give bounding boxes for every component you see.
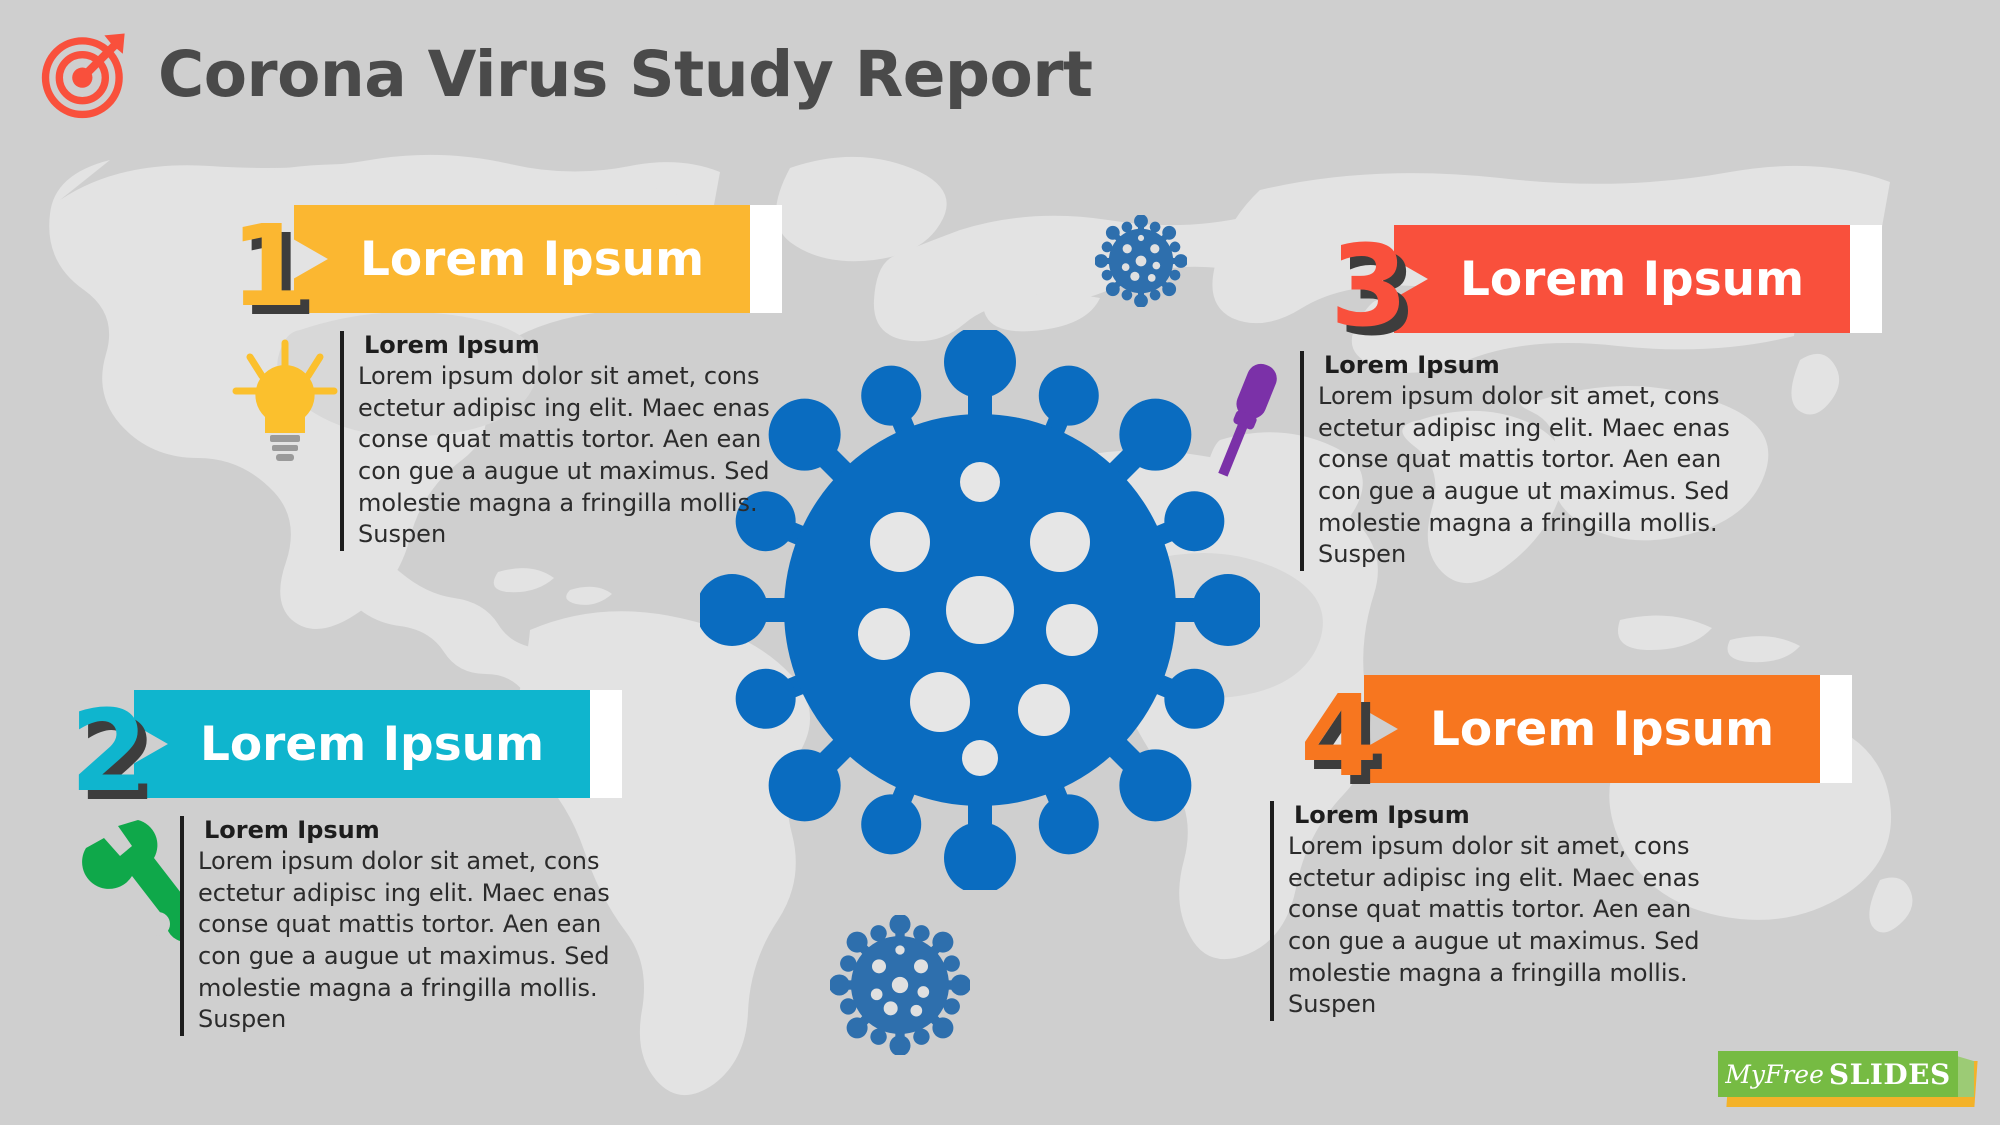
section-3-banner[interactable]: Lorem Ipsum	[1393, 225, 1851, 333]
section-1-copy-heading: Lorem Ipsum	[364, 331, 540, 359]
section-panel-3: 3 Lorem Ipsum Lorem Ipsum Lorem ipsum do…	[1218, 221, 1883, 572]
section-panel-4: 4 Lorem Ipsum Lorem Ipsum Lorem ipsum do…	[1270, 671, 1853, 1022]
section-2-banner-row: 2 Lorem Ipsum	[70, 686, 634, 817]
section-3-number: 3	[1330, 221, 1408, 352]
target-arrow-icon	[41, 33, 125, 119]
coronavirus-illustration-main	[700, 330, 1260, 890]
logo-text-myfree: MyFree	[1725, 1059, 1824, 1089]
section-2-body: Lorem Ipsum Lorem ipsum dolor sit amet, …	[70, 816, 634, 1037]
coronavirus-illustration-small-bottom	[830, 915, 970, 1055]
section-4-banner-tail	[1820, 675, 1853, 783]
section-3-banner-tail	[1850, 225, 1883, 333]
section-1-divider	[340, 331, 344, 552]
section-2-copy: Lorem Ipsum Lorem ipsum dolor sit amet, …	[198, 816, 634, 1036]
section-4-banner-row: 4 Lorem Ipsum	[1300, 671, 1853, 802]
logo-text-slides: SLIDES	[1828, 1057, 1951, 1091]
section-3-copy: Lorem Ipsum Lorem ipsum dolor sit amet, …	[1318, 351, 1754, 571]
section-2-divider	[180, 816, 184, 1037]
lightbulb-icon	[232, 339, 338, 461]
section-3-copy-heading: Lorem Ipsum	[1324, 351, 1500, 379]
section-1-banner-label: Lorem Ipsum	[359, 231, 705, 287]
section-1-body: Lorem Ipsum Lorem ipsum dolor sit amet, …	[230, 331, 794, 552]
logo-plate: MyFree SLIDES	[1718, 1051, 1958, 1097]
section-2-copy-body: Lorem ipsum dolor sit amet, cons ectetur…	[198, 847, 610, 1034]
section-panel-1: 1 Lorem Ipsum Lorem Ipsum Lorem ipsum do…	[230, 201, 794, 552]
section-1-copy-body: Lorem ipsum dolor sit amet, cons ectetur…	[358, 362, 770, 549]
page-title: Corona Virus Study Report	[158, 37, 1093, 111]
section-1-banner[interactable]: Lorem Ipsum	[293, 205, 751, 313]
section-2-number: 2	[70, 686, 148, 817]
section-4-banner-label: Lorem Ipsum	[1429, 701, 1775, 757]
wrench-icon	[82, 820, 180, 941]
section-1-number: 1	[230, 201, 308, 332]
section-4-copy: Lorem Ipsum Lorem ipsum dolor sit amet, …	[1288, 801, 1724, 1021]
myfreeslides-logo[interactable]: MyFree SLIDES	[1718, 1051, 1978, 1107]
section-2-banner-label: Lorem Ipsum	[199, 716, 545, 772]
section-4-banner[interactable]: Lorem Ipsum	[1363, 675, 1821, 783]
section-2-banner-tail	[590, 690, 623, 798]
section-2-banner[interactable]: Lorem Ipsum	[133, 690, 591, 798]
screwdriver-icon	[1218, 363, 1277, 477]
section-1-banner-tail	[750, 205, 783, 313]
section-3-banner-label: Lorem Ipsum	[1459, 251, 1805, 307]
section-3-body: Lorem Ipsum Lorem ipsum dolor sit amet, …	[1190, 351, 1882, 572]
section-3-copy-body: Lorem ipsum dolor sit amet, cons ectetur…	[1318, 382, 1730, 569]
section-4-copy-heading: Lorem Ipsum	[1294, 801, 1470, 829]
page-header: Corona Virus Study Report	[40, 28, 1093, 120]
section-3-divider	[1300, 351, 1304, 572]
section-4-divider	[1270, 801, 1274, 1022]
section-4-number: 4	[1300, 671, 1378, 802]
section-1-copy: Lorem Ipsum Lorem ipsum dolor sit amet, …	[358, 331, 794, 551]
section-panel-2: 2 Lorem Ipsum Lorem Ipsum Lorem ipsum do…	[70, 686, 634, 1037]
section-2-copy-heading: Lorem Ipsum	[204, 816, 380, 844]
section-4-body: Lorem Ipsum Lorem ipsum dolor sit amet, …	[1160, 801, 1852, 1022]
section-4-copy-body: Lorem ipsum dolor sit amet, cons ectetur…	[1288, 832, 1700, 1019]
section-1-banner-row: 1 Lorem Ipsum	[230, 201, 794, 332]
section-3-banner-row: 3 Lorem Ipsum	[1330, 221, 1883, 352]
coronavirus-illustration-small-top	[1095, 215, 1187, 307]
